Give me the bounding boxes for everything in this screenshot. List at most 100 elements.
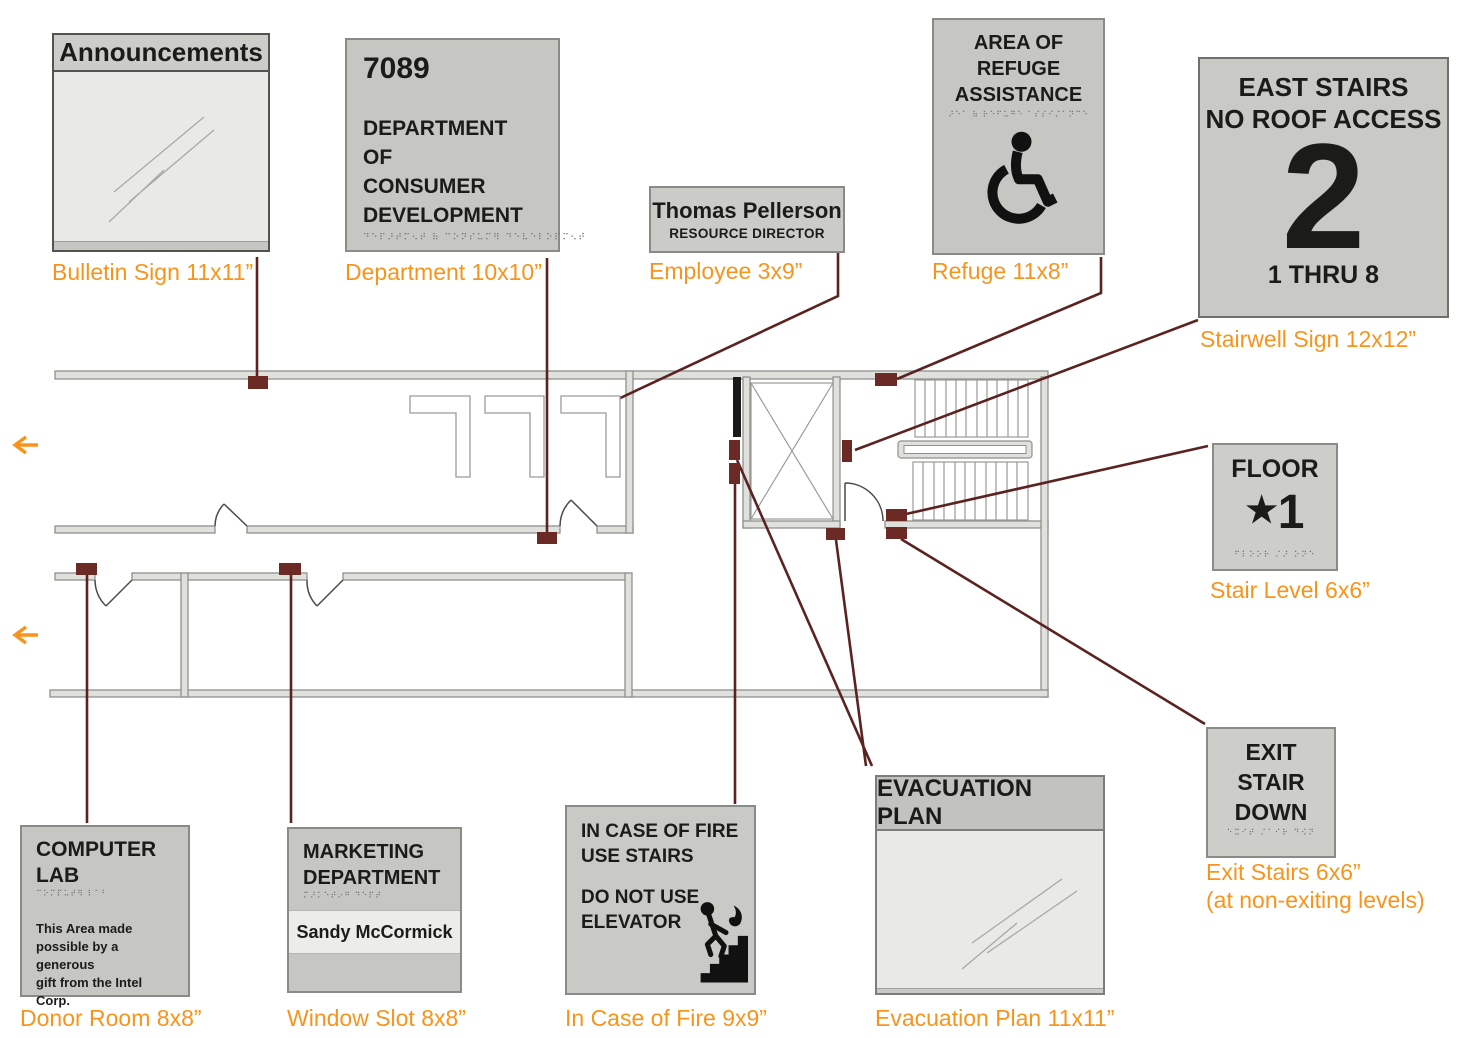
braille-text: ⠉⠕⠍⠏⠥⠞⠻ ⠇⠁⠃ bbox=[36, 889, 109, 898]
sign-donor: COMPUTER LAB ⠉⠕⠍⠏⠥⠞⠻ ⠇⠁⠃ This Area made … bbox=[20, 825, 190, 1008]
caption-stair-level: Stair Level 6x6” bbox=[1210, 577, 1370, 603]
star-icon: ★ bbox=[1245, 489, 1278, 530]
door-lower-mid bbox=[306, 579, 344, 607]
leader-employee bbox=[615, 253, 840, 402]
caption-evacuation: Evacuation Plan 11x11” bbox=[875, 1005, 1115, 1031]
bulletin-header: Announcements bbox=[54, 35, 268, 73]
sign-evacuation: EVACUATION PLAN bbox=[875, 775, 1105, 995]
leader-stair-level bbox=[905, 444, 1209, 516]
door-stairwell bbox=[844, 482, 884, 522]
fire-text-top: IN CASE OF FIRE USE STAIRS bbox=[581, 821, 739, 867]
sign-bulletin: Announcements bbox=[52, 33, 270, 252]
marker-stair-level bbox=[886, 509, 907, 521]
sign-department: 7089 DEPARTMENT OF CONSUMER DEVELOPMENT … bbox=[345, 38, 587, 252]
window-slot-department: MARKETING DEPARTMENT bbox=[303, 841, 441, 889]
exit-text: EXIT STAIR DOWN bbox=[1234, 739, 1308, 825]
wall-elevator-left bbox=[742, 376, 751, 529]
stair-flight-upper bbox=[914, 379, 1029, 438]
elevator-shaft bbox=[733, 377, 834, 520]
floor-number-row: ★1 bbox=[1214, 484, 1336, 550]
leader-evacuation-b bbox=[834, 539, 868, 767]
braille-text: ⠜⠑⠁ ⠷ ⠗⠑⠋⠥⠛⠑ ⠁⠎⠎⠊⠌⠁⠝⠉⠑ bbox=[948, 110, 1089, 119]
braille-text: ⠋⠇⠕⠕⠗ ⠌⠜ ⠕⠝⠑ bbox=[1234, 550, 1316, 559]
wall-elevator-bottom bbox=[742, 520, 841, 529]
donor-room-name: COMPUTER LAB bbox=[36, 838, 157, 887]
sign-refuge: AREA OF REFUGE ASSISTANCE ⠜⠑⠁ ⠷ ⠗⠑⠋⠥⠛⠑ ⠁… bbox=[932, 18, 1105, 255]
floor-word: FLOOR bbox=[1231, 455, 1319, 483]
wall-upper-room-bottom-b bbox=[246, 525, 561, 534]
wall-stair-bottom bbox=[884, 520, 1049, 529]
walls bbox=[49, 370, 1049, 698]
wall-lower-top-c bbox=[342, 572, 628, 581]
caption-donor: Donor Room 8x8” bbox=[20, 1005, 202, 1031]
cubicle-panel-2 bbox=[484, 395, 545, 478]
caption-bulletin: Bulletin Sign 11x11” bbox=[52, 259, 254, 285]
donor-message: This Area made possible by a generous gi… bbox=[36, 921, 143, 1008]
braille-text: ⠙⠑⠏⠜⠞⠍⠢⠞ ⠷ ⠉⠕⠝⠎⠥⠍⠻ ⠙⠑⠧⠑⠇⠕⠏⠍⠢⠞ bbox=[363, 233, 587, 243]
employee-title: RESOURCE DIRECTOR bbox=[669, 226, 825, 241]
braille-text: ⠑⠭⠊⠞ ⠌⠁⠊⠗ ⠙⠪⠝ bbox=[1226, 828, 1316, 837]
leader-evacuation-a bbox=[735, 459, 874, 767]
marker-evacuation bbox=[729, 440, 740, 460]
corridor-arrows bbox=[12, 435, 38, 645]
elevator-x-mark bbox=[750, 382, 834, 520]
refuge-text: AREA OF REFUGE ASSISTANCE bbox=[954, 32, 1083, 106]
leader-refuge bbox=[896, 257, 1103, 381]
wall-lower-right bbox=[624, 572, 633, 698]
marker-bulletin bbox=[248, 376, 268, 389]
wall-bottom bbox=[49, 689, 1049, 698]
room-number: 7089 bbox=[363, 52, 430, 85]
evacuation-header: EVACUATION PLAN bbox=[877, 775, 1103, 831]
floor-number: 1 bbox=[1277, 486, 1305, 539]
door-swings bbox=[94, 482, 884, 607]
door-upper-right bbox=[559, 499, 598, 527]
window-slot-insert: Sandy McCormick bbox=[289, 910, 460, 954]
employee-name: Thomas Pellerson bbox=[652, 198, 842, 223]
cubicle-panel-1 bbox=[409, 395, 471, 478]
caption-stairwell: Stairwell Sign 12x12” bbox=[1200, 326, 1417, 352]
bulletin-tray bbox=[54, 241, 268, 250]
caption-exit-stair: Exit Stairs 6x6” (at non-exiting levels) bbox=[1206, 859, 1425, 913]
sign-fire: IN CASE OF FIRE USE STAIRS DO NOT USE EL… bbox=[565, 805, 756, 995]
bulletin-title: Announcements bbox=[59, 37, 263, 68]
wheelchair-icon bbox=[986, 131, 1057, 224]
marker-exit-stair bbox=[886, 527, 907, 539]
sign-employee: Thomas Pellerson RESOURCE DIRECTOR bbox=[649, 186, 845, 253]
marker-window-slot bbox=[279, 563, 301, 575]
glass-reflection-lines bbox=[961, 878, 1078, 970]
sign-exit-stair: EXIT STAIR DOWN ⠑⠭⠊⠞ ⠌⠁⠊⠗ ⠙⠪⠝ bbox=[1206, 727, 1336, 858]
wall-lower-top-b bbox=[131, 572, 308, 581]
sign-stair-level: FLOOR ★1 ⠋⠇⠕⠕⠗ ⠌⠜ ⠕⠝⠑ bbox=[1212, 443, 1338, 571]
leader-lines bbox=[85, 253, 1209, 823]
wall-right bbox=[1040, 376, 1049, 698]
caption-fire: In Case of Fire 9x9” bbox=[565, 1005, 767, 1031]
marker-refuge bbox=[875, 373, 897, 386]
leader-stairwell bbox=[854, 318, 1199, 452]
leader-exit-stair bbox=[900, 537, 1206, 726]
marker-donor bbox=[76, 563, 97, 575]
insert-name: Sandy McCormick bbox=[296, 921, 453, 942]
wall-lower-divider bbox=[180, 572, 189, 698]
sign-window-slot: MARKETING DEPARTMENT ⠍⠜⠅⠑⠞⠔⠛ ⠙⠑⠏⠞ Sandy … bbox=[287, 827, 462, 993]
braille-text: ⠍⠜⠅⠑⠞⠔⠛ ⠙⠑⠏⠞ bbox=[303, 891, 382, 900]
elevator-door-bar bbox=[733, 377, 741, 437]
department-name: DEPARTMENT OF CONSUMER DEVELOPMENT bbox=[363, 117, 523, 227]
stairwell-title: EAST STAIRS NO ROOF ACCESS bbox=[1205, 72, 1442, 134]
wall-lower-top-a bbox=[54, 572, 96, 581]
glass-reflection-lines bbox=[108, 116, 215, 223]
stairwell-floor-number: 2 bbox=[1281, 112, 1366, 280]
stairwell bbox=[897, 379, 1033, 521]
left-arrow-icon bbox=[12, 625, 38, 645]
marker-stairwell bbox=[842, 440, 852, 462]
bulletin-glass bbox=[54, 72, 268, 241]
wall-elevator-right bbox=[832, 376, 841, 529]
evacuation-tray bbox=[877, 988, 1103, 993]
stair-landing-rail-inner bbox=[903, 445, 1027, 454]
evacuation-title: EVACUATION PLAN bbox=[877, 775, 1033, 830]
marker-evacuation-2 bbox=[826, 528, 845, 540]
fire-text-bottom: DO NOT USE ELEVATOR bbox=[581, 887, 700, 933]
caption-window-slot: Window Slot 8x8” bbox=[287, 1005, 466, 1031]
caption-department: Department 10x10” bbox=[345, 259, 542, 285]
